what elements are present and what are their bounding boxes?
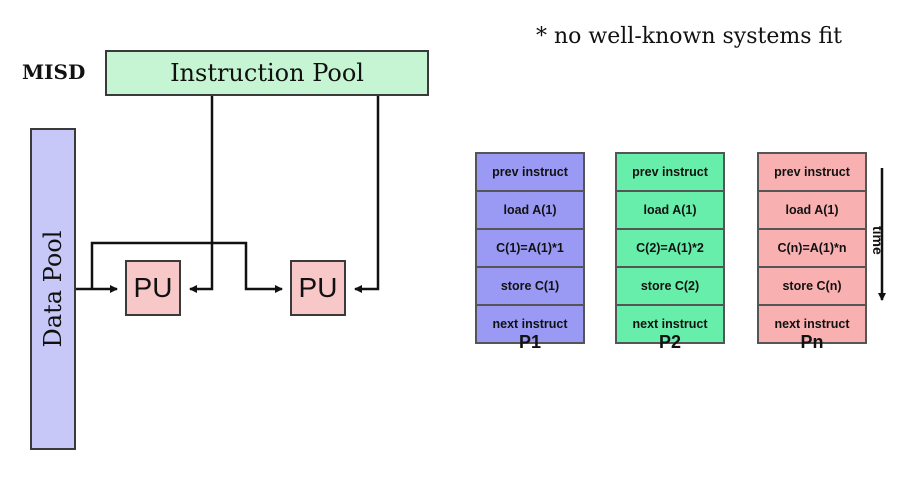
instruction-cell: load A(1) — [475, 190, 585, 230]
misd-label: MISD — [22, 60, 86, 84]
note-text: * no well-known systems fit — [536, 24, 843, 49]
instruction-cell: store C(1) — [475, 266, 585, 306]
instruction-pool: Instruction Pool — [105, 50, 429, 96]
instruction-cell: prev instruct — [475, 152, 585, 192]
instruction-cell: load A(1) — [757, 190, 867, 230]
instruction-cell: prev instruct — [615, 152, 725, 192]
pu-label: PU — [298, 272, 338, 303]
processor-label-p1: P1 — [518, 332, 542, 352]
processing-unit-2: PU — [290, 260, 346, 316]
instruction-pool-label: Instruction Pool — [170, 59, 364, 87]
instruction-cell: next instruct — [615, 304, 725, 344]
instruction-cell: next instruct — [757, 304, 867, 344]
processor-column-p2: prev instruct load A(1) C(2)=A(1)*2 stor… — [615, 152, 725, 344]
pu-label: PU — [133, 272, 173, 303]
instruction-cell: prev instruct — [757, 152, 867, 192]
instruction-cell: load A(1) — [615, 190, 725, 230]
instruction-cell: C(n)=A(1)*n — [757, 228, 867, 268]
instruction-cell: store C(2) — [615, 266, 725, 306]
time-label: time — [870, 226, 886, 255]
data-pool-label: Data Pool — [39, 230, 67, 348]
instruction-cell: next instruct — [475, 304, 585, 344]
instruction-cell: store C(n) — [757, 266, 867, 306]
instruction-wire-pu1 — [189, 96, 214, 293]
data-wire-pu2 — [90, 241, 283, 293]
processor-column-pn: prev instruct load A(1) C(n)=A(1)*n stor… — [757, 152, 867, 344]
data-pool: Data Pool — [30, 128, 76, 450]
instruction-cell: C(2)=A(1)*2 — [615, 228, 725, 268]
instruction-wire-pu2 — [354, 96, 380, 293]
processor-column-p1: prev instruct load A(1) C(1)=A(1)*1 stor… — [475, 152, 585, 344]
processor-label-pn: Pn — [800, 332, 824, 352]
processing-unit-1: PU — [125, 260, 181, 316]
processor-label-p2: P2 — [658, 332, 682, 352]
instruction-cell: C(1)=A(1)*1 — [475, 228, 585, 268]
